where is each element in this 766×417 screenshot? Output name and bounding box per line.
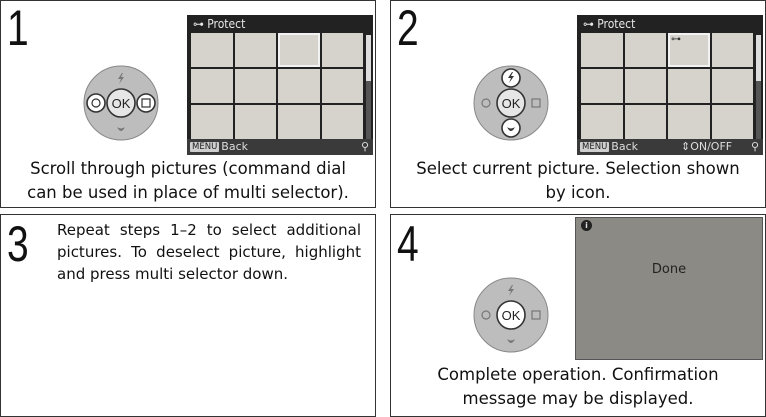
thumbnail — [624, 33, 666, 67]
screen-title: ⊶ Protect — [193, 17, 246, 31]
thumbnail — [581, 69, 623, 103]
thumbnail — [234, 105, 276, 139]
thumbnail — [191, 33, 233, 67]
step-3-panel: 3 Repeat steps 1–2 to select additional … — [0, 214, 376, 417]
thumbnail — [711, 33, 753, 67]
scrollbar — [756, 35, 761, 139]
info-icon: i — [581, 220, 592, 231]
thumbnail — [321, 33, 363, 67]
step-number: 2 — [397, 0, 419, 56]
menu-button-label: MENU — [190, 142, 220, 152]
onoff-label: ⇕ON/OFF — [681, 140, 733, 153]
thumbnail — [234, 69, 276, 103]
thumbnail-selected — [278, 33, 320, 67]
zoom-icon: ⚲ — [750, 140, 759, 153]
thumbnail-selected: ⊶ — [668, 33, 710, 67]
thumbnail-grid: ⊶ — [581, 33, 753, 139]
up-down-arrows-icon: ⇕ — [681, 140, 691, 153]
ok-label: OK — [112, 96, 131, 111]
thumbnail — [668, 105, 710, 139]
multi-selector-dial: OK — [83, 65, 159, 141]
thumbnail — [278, 69, 320, 103]
menu-button-label: MENU — [580, 142, 610, 152]
done-message: Done — [651, 262, 687, 277]
thumbnail — [321, 69, 363, 103]
thumbnail — [191, 69, 233, 103]
thumbnail-grid — [191, 33, 363, 139]
caption: Scroll through pictures (command dial ca… — [27, 159, 349, 202]
key-icon: ⊶ — [583, 17, 598, 31]
scrollbar — [366, 35, 371, 139]
step-number: 3 — [7, 216, 29, 272]
thumbnail — [624, 69, 666, 103]
back-label: Back — [611, 140, 639, 153]
multi-selector-dial: OK — [473, 277, 549, 353]
protect-key-icon: ⊶ — [671, 34, 681, 45]
thumbnail — [711, 69, 753, 103]
step-number: 1 — [7, 0, 29, 56]
thumbnail — [321, 105, 363, 139]
caption: Select current picture. Selection shown … — [416, 159, 740, 202]
svg-text:OK: OK — [502, 308, 521, 323]
thumbnail — [234, 33, 276, 67]
confirmation-screen: i Done — [575, 217, 763, 360]
svg-text:OK: OK — [502, 96, 521, 111]
thumbnail — [711, 105, 753, 139]
step-4-panel: 4 OK i Done Complete operation. Confirma… — [390, 214, 766, 417]
step-number: 4 — [397, 216, 419, 272]
screen-title: ⊶ Protect — [583, 17, 636, 31]
step-description: Repeat steps 1–2 to select additional pi… — [57, 221, 361, 283]
thumbnail — [624, 105, 666, 139]
thumbnail — [581, 105, 623, 139]
thumbnail — [581, 33, 623, 67]
key-icon: ⊶ — [193, 17, 208, 31]
zoom-icon: ⚲ — [360, 140, 369, 153]
thumbnail — [191, 105, 233, 139]
thumbnail — [668, 69, 710, 103]
back-label: Back — [221, 140, 249, 153]
caption: Complete operation. Confirmation message… — [437, 365, 719, 408]
multi-selector-dial: OK — [473, 65, 549, 141]
step-1-panel: 1 OK ⊶ Protect — [0, 0, 376, 208]
thumbnail — [278, 105, 320, 139]
